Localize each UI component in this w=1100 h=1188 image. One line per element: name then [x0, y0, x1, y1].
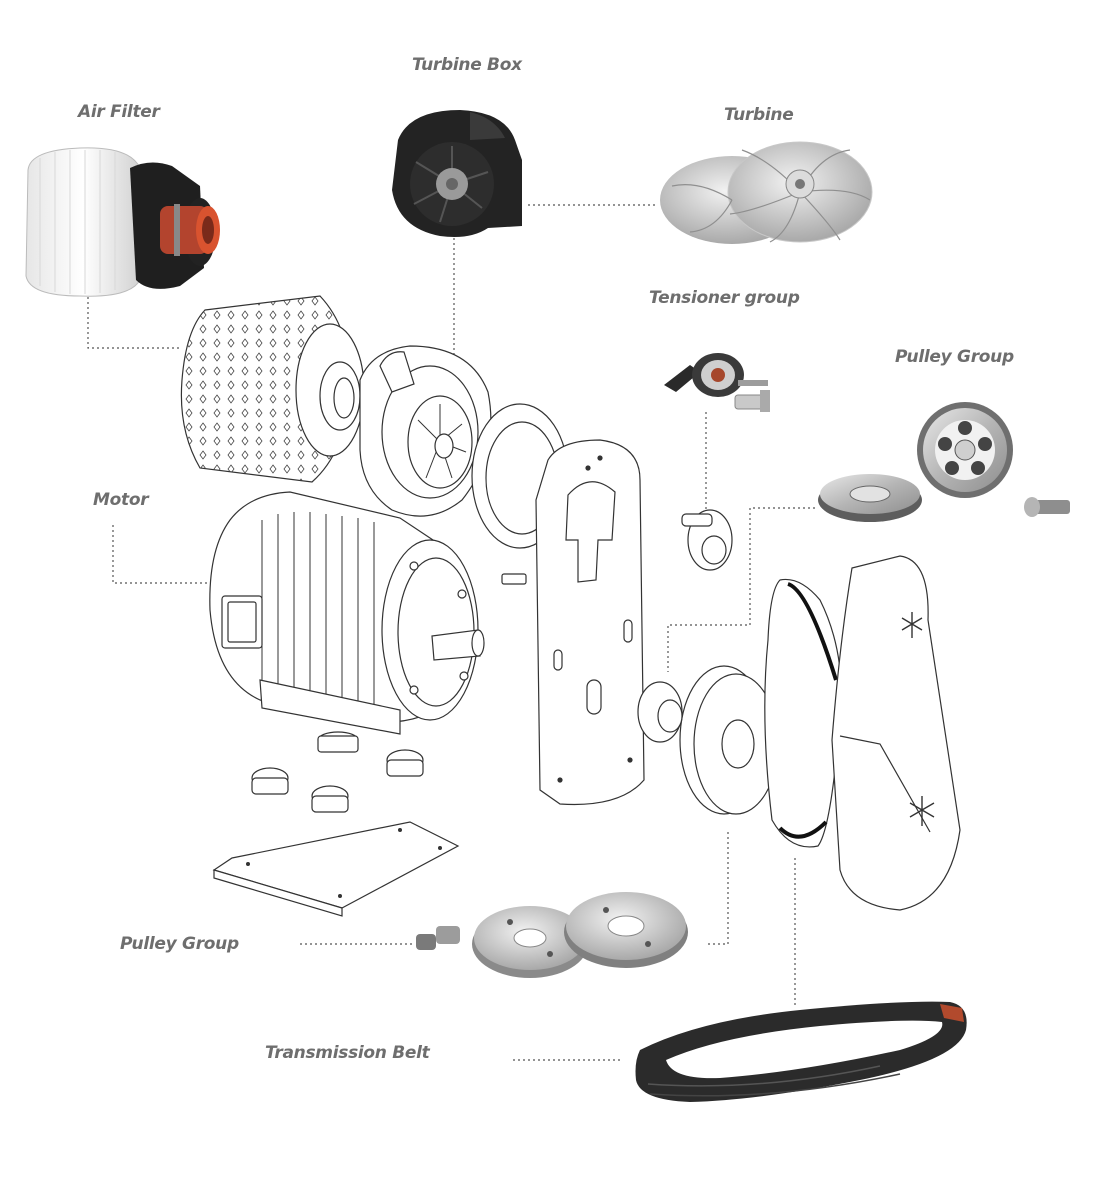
- air-filter-photo: [25, 147, 220, 297]
- label-tensioner-group: Tensioner group: [649, 288, 800, 308]
- belt-guard-lineart: [764, 555, 961, 911]
- leader-pulley-disc: [705, 832, 729, 945]
- turbine-photo: [660, 141, 873, 244]
- label-turbine-box: Turbine Box: [412, 55, 522, 75]
- pulley-group-photo: [818, 402, 1070, 522]
- leader-pulley-top: [667, 507, 815, 672]
- turbine-box-photo: [392, 110, 522, 237]
- leader-motor: [112, 525, 208, 584]
- label-motor: Motor: [93, 490, 149, 510]
- mounting-plate-lineart: [501, 439, 645, 806]
- tensioner-photo: [664, 353, 770, 412]
- transmission-belt-photo: [635, 1001, 967, 1102]
- label-pulley-group-bottom: Pulley Group: [120, 934, 239, 954]
- pulley-disc-lineart: [637, 509, 779, 815]
- leader-lines: [87, 204, 815, 1061]
- label-turbine: Turbine: [724, 105, 794, 125]
- feet-lineart: [212, 749, 460, 917]
- label-pulley-group-top: Pulley Group: [895, 347, 1014, 367]
- pulley-disc-photo: [416, 892, 688, 978]
- motor-lineart: [209, 491, 485, 753]
- turbine-housing-lineart: [359, 345, 569, 549]
- label-air-filter: Air Filter: [78, 102, 160, 122]
- label-transmission-belt: Transmission Belt: [265, 1043, 430, 1063]
- leader-air-filter: [87, 282, 182, 349]
- filter-housing-lineart: [180, 295, 365, 483]
